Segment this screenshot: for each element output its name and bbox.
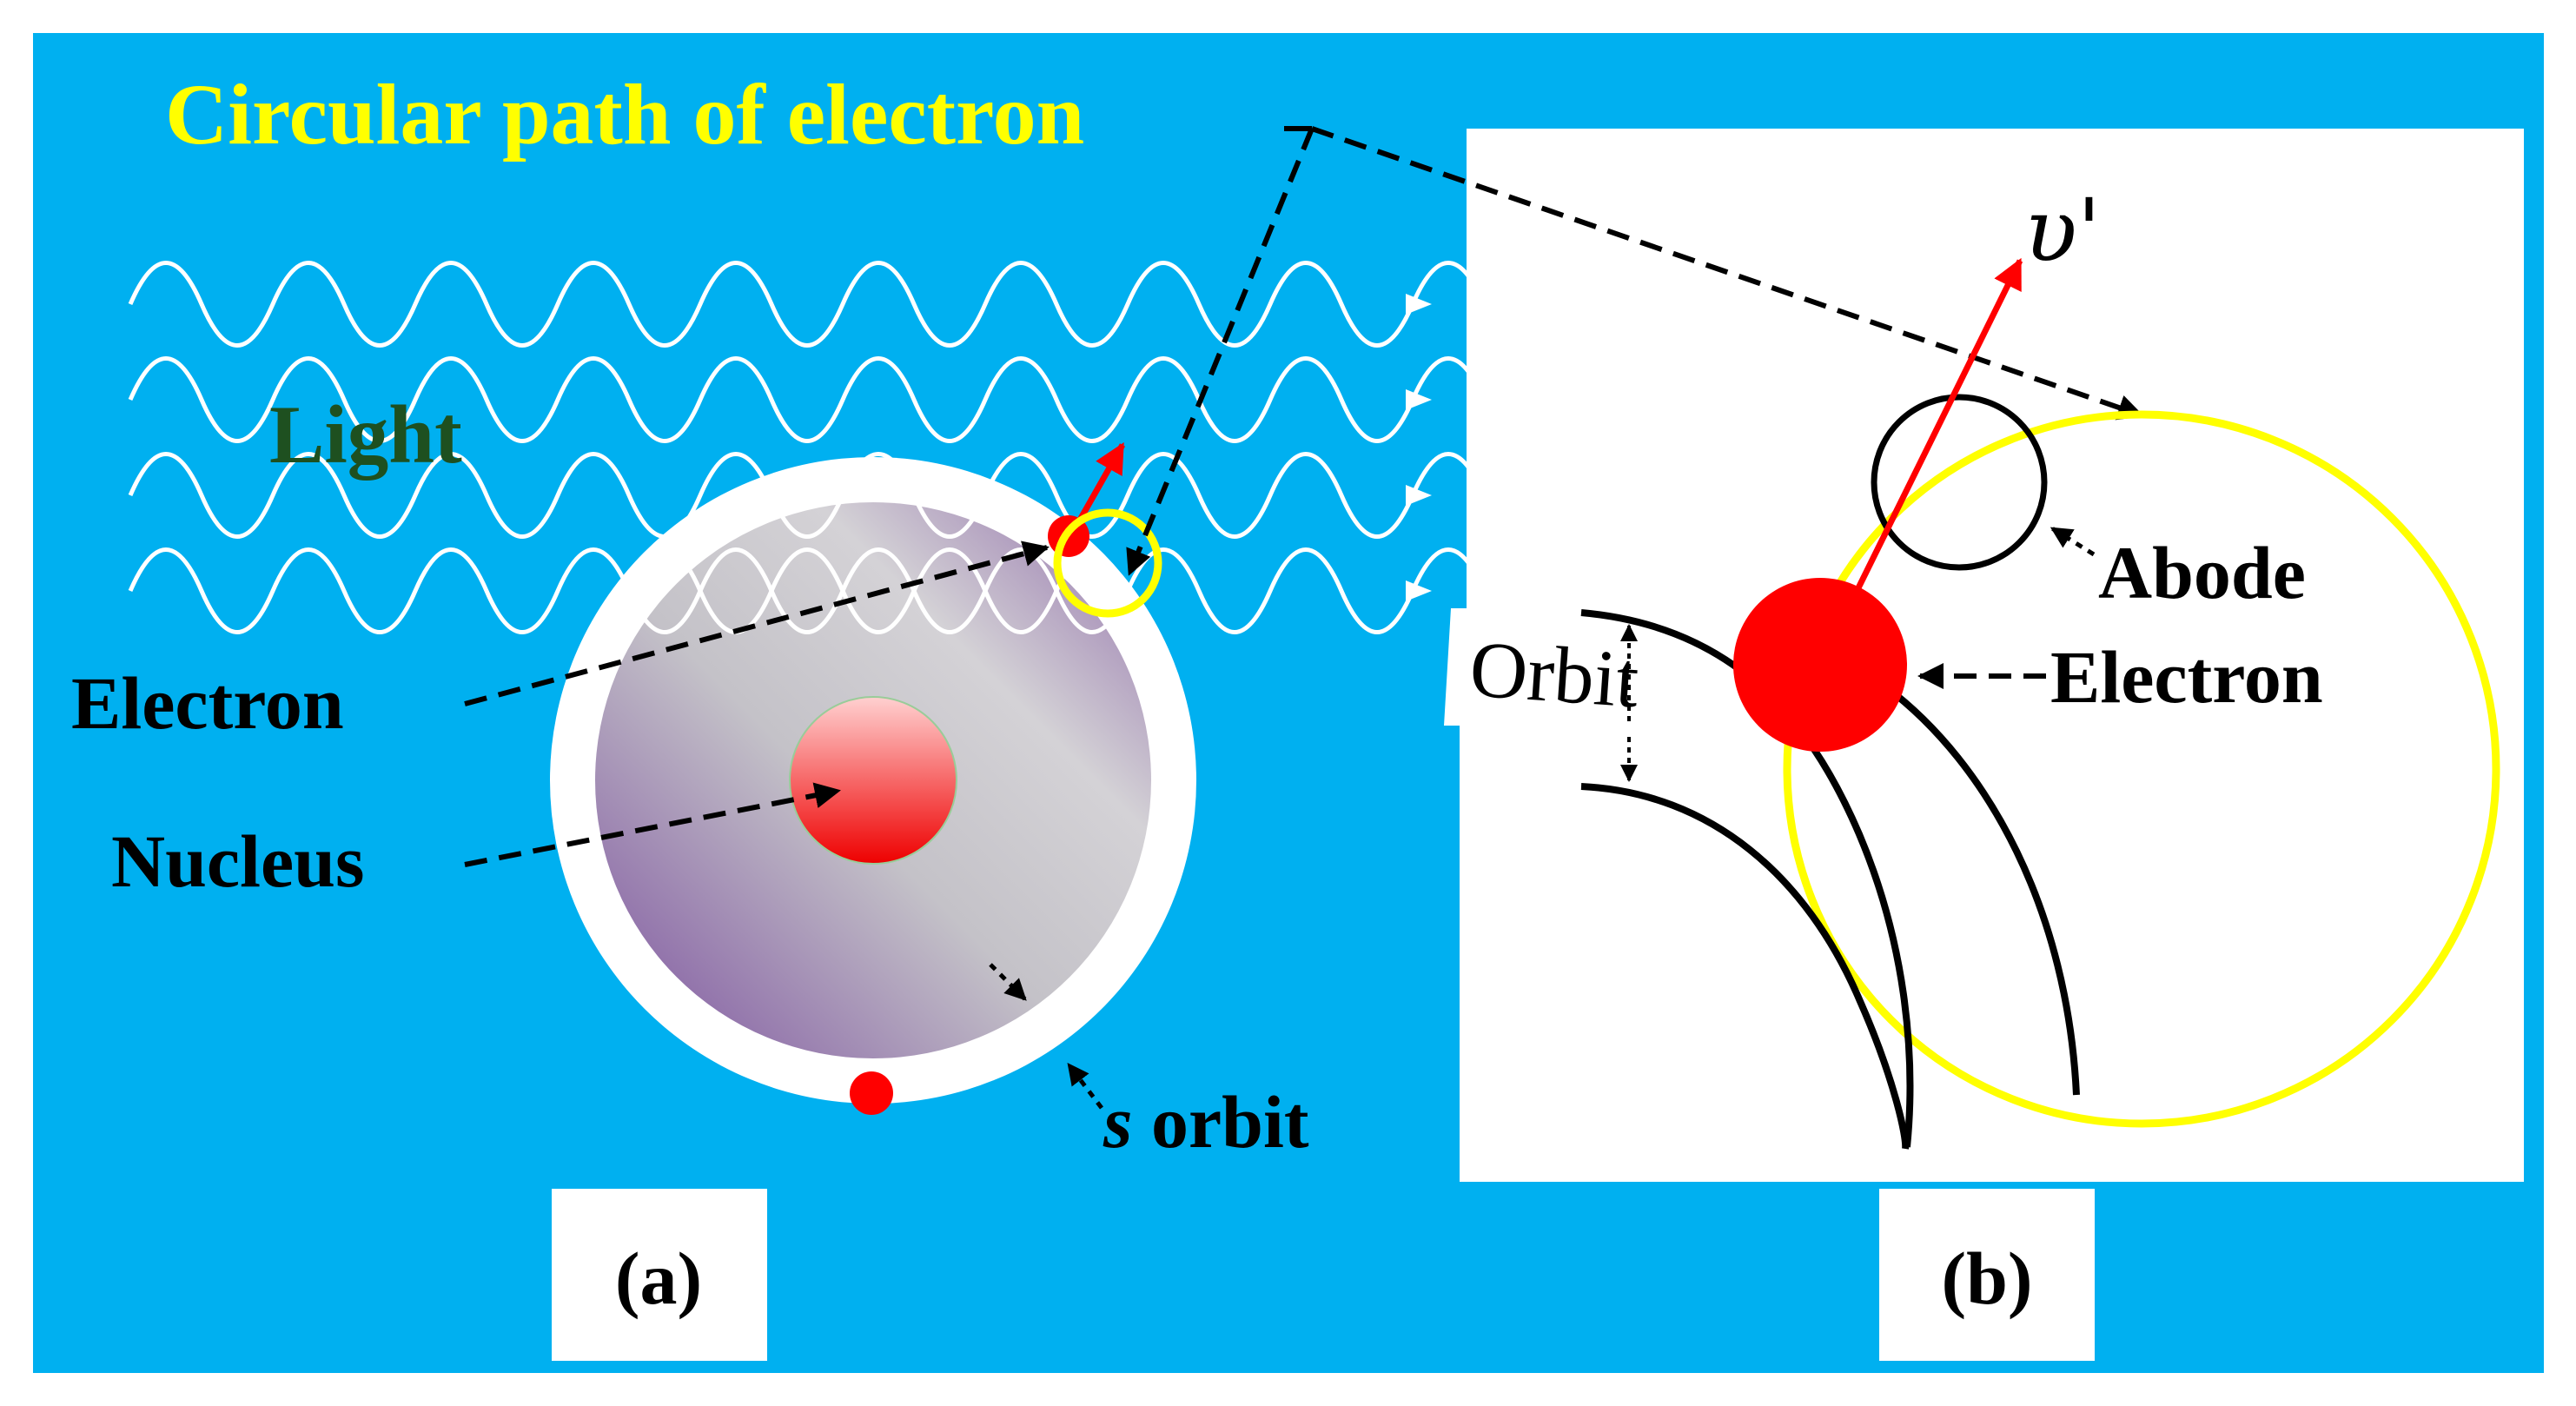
orbit-inner-arc bbox=[1580, 609, 1914, 1148]
s-italic: s bbox=[1103, 1080, 1132, 1164]
dashed-pointers bbox=[464, 126, 2144, 867]
wave-through-atom bbox=[595, 547, 1151, 634]
zoom-pointer bbox=[1311, 126, 2144, 421]
light-label: Light bbox=[269, 388, 462, 481]
nucleus-pointer bbox=[464, 782, 841, 867]
nucleus bbox=[789, 696, 957, 865]
panel-a-label-box bbox=[552, 1189, 767, 1361]
velocity-label: υ' bbox=[2024, 180, 2101, 282]
wave-arrowheads bbox=[1406, 294, 1432, 601]
orbit-lower-arc bbox=[1580, 783, 1910, 1150]
orbit-gap-pointers bbox=[989, 963, 1103, 1110]
orbit-right-arc bbox=[1883, 683, 2080, 1096]
orbit-label-b: Orbit bbox=[1467, 624, 1642, 724]
circular-path-pointer bbox=[1126, 127, 1314, 576]
orbit-word: orbit bbox=[1132, 1080, 1308, 1164]
circular-path-title: Circular path of electron bbox=[165, 66, 1084, 162]
velocity-arrow bbox=[1843, 257, 2023, 614]
panel-b-diagram bbox=[1580, 257, 2500, 1150]
emission-arrow-a bbox=[1076, 441, 1126, 523]
light-waves bbox=[128, 261, 1493, 634]
electron-bottom bbox=[850, 1071, 893, 1115]
abode-circle bbox=[1871, 394, 2048, 571]
nucleus-label: Nucleus bbox=[111, 819, 364, 903]
abode-label: Abode bbox=[2098, 531, 2306, 614]
electron-pointer bbox=[464, 541, 1050, 706]
s-orbit-label: s orbit bbox=[1103, 1080, 1309, 1164]
circular-path-b bbox=[1783, 410, 2500, 1128]
panel-b-label: (b) bbox=[1941, 1237, 2032, 1320]
circular-path-a bbox=[1053, 508, 1162, 618]
electron-big bbox=[1733, 578, 1907, 752]
panel-a-label: (a) bbox=[615, 1237, 702, 1320]
electron-label-b: Electron bbox=[2050, 635, 2323, 719]
electron-label-a: Electron bbox=[71, 661, 344, 745]
atom bbox=[550, 457, 1196, 1115]
panel-b-background bbox=[1444, 129, 2524, 1182]
panel-b-label-box bbox=[1879, 1189, 2095, 1361]
